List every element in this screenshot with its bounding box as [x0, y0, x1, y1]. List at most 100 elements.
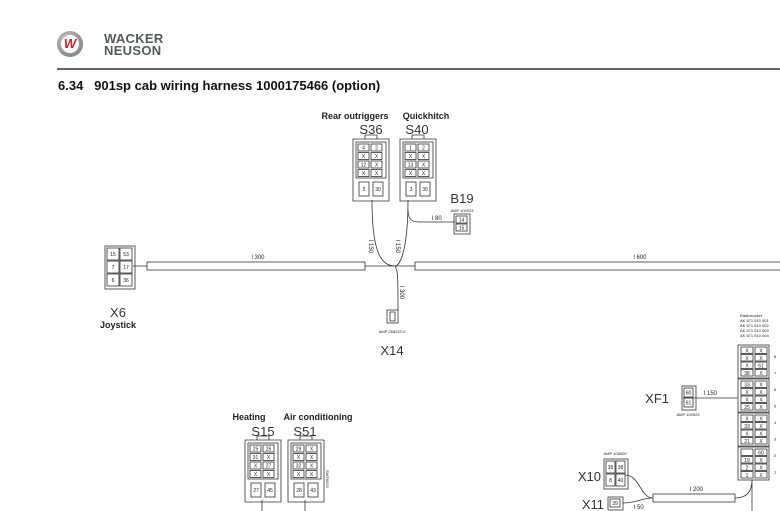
pin-label: X: [759, 473, 763, 479]
pin-label: 13: [408, 163, 414, 169]
pin-cell: [754, 395, 768, 403]
x14-connector: [386, 309, 399, 324]
pin-cell: [370, 169, 383, 177]
pin-cell: [740, 388, 754, 396]
pin-cell: [754, 346, 768, 354]
pin-label: X: [759, 465, 763, 471]
pin-label: 25: [744, 405, 750, 411]
pin-cell: [372, 181, 384, 197]
length-label: l 300: [398, 286, 404, 300]
x6-label: Joystick: [100, 320, 137, 330]
pin-label: X: [745, 416, 749, 422]
pin-label: X: [310, 455, 314, 461]
pin-label: X: [759, 397, 763, 403]
pin-label: 39: [612, 501, 618, 507]
pin-cell: [615, 460, 626, 474]
pin-cell: [754, 456, 768, 464]
pin-cell: [307, 482, 319, 498]
pin-label: X: [254, 472, 258, 478]
pin-cell: [292, 470, 305, 478]
pin-cell: [305, 470, 318, 478]
pin-cell: [358, 181, 370, 197]
pin-cell: [404, 143, 417, 152]
pin-label: X: [759, 356, 763, 362]
header-rule: [57, 68, 780, 70]
pin-cell: [740, 463, 754, 471]
pin-cell: [683, 397, 694, 408]
pin-cell: [754, 414, 768, 422]
pin-cell: [419, 181, 431, 197]
harness-tube-left: [146, 261, 366, 271]
pin-cell: [740, 422, 754, 430]
pin-label: X: [362, 171, 366, 177]
pin-label: 12: [361, 163, 367, 169]
pin-cell: [370, 152, 383, 160]
pin-label: 33: [744, 424, 750, 430]
x10-amp: AMP 108900: [603, 451, 627, 456]
pin-label: 1: [746, 473, 749, 479]
pin-cell: [417, 143, 430, 152]
pin-cell: [754, 369, 768, 377]
pin-label: 43: [310, 488, 316, 494]
pin-label: X: [759, 431, 763, 437]
pin-label: 30: [375, 187, 381, 193]
pin-cell: [754, 448, 768, 456]
s15-label: Heating: [232, 412, 265, 422]
row-number: 5: [774, 404, 777, 409]
pin-cell: [370, 143, 383, 152]
pin-cell: [106, 247, 120, 261]
length-label: l 200: [690, 487, 704, 493]
length-label: l 300: [251, 255, 265, 261]
pin-label: X: [759, 348, 763, 354]
radio-part: AK 671 510 004: [740, 333, 769, 338]
pin-label: X: [254, 464, 258, 470]
b19-ref: B19: [450, 191, 473, 206]
page-title: 6.34 901sp cab wiring harness 1000175466…: [58, 78, 381, 93]
pin-cell: [740, 429, 754, 437]
pin-cell: [754, 463, 768, 471]
pin-cell: [740, 354, 754, 362]
pin-label: X: [745, 431, 749, 437]
length-label: l 150: [367, 240, 373, 254]
wacker-neuson-logo: W: [57, 31, 83, 57]
pin-label: X: [267, 455, 271, 461]
pin-label: 2: [422, 146, 425, 152]
pin-label: 26: [266, 447, 272, 453]
pin-label: 32: [296, 464, 302, 470]
pin-label: 27: [253, 488, 259, 494]
pin-cell: [106, 260, 120, 274]
pin-label: 25: [253, 447, 259, 453]
pin-label: 15: [110, 252, 116, 258]
pin-label: X: [297, 455, 301, 461]
pin-cell: [370, 160, 383, 169]
pin-label: X: [422, 154, 426, 160]
pin-label: X: [409, 171, 413, 177]
pin-label: X: [759, 424, 763, 430]
pin-label: 28: [296, 488, 302, 494]
pin-cell: [740, 361, 754, 369]
pin-cell: [740, 456, 754, 464]
pin-label: X: [745, 356, 749, 362]
x11-ref: X11: [582, 497, 604, 511]
radio-title: Radiosocket: [740, 313, 763, 318]
pin-cell: [405, 181, 417, 197]
pin-cell: [250, 482, 262, 498]
pin-cell: [683, 387, 694, 398]
pin-cell: [609, 498, 621, 508]
s36-label: Rear outriggers: [321, 111, 388, 121]
pin-cell: [754, 361, 768, 369]
pin-cell: [249, 461, 262, 470]
pin-label: 60: [758, 450, 764, 456]
s40-ref: S40: [405, 122, 428, 137]
pin-label: 2: [746, 465, 749, 471]
pin-cell: [417, 160, 430, 169]
pin-cell: [357, 143, 370, 152]
pin-label: X: [375, 171, 379, 177]
pin-label: X: [745, 363, 749, 369]
pin-cell: [262, 444, 275, 453]
pin-label: 45: [267, 488, 273, 494]
